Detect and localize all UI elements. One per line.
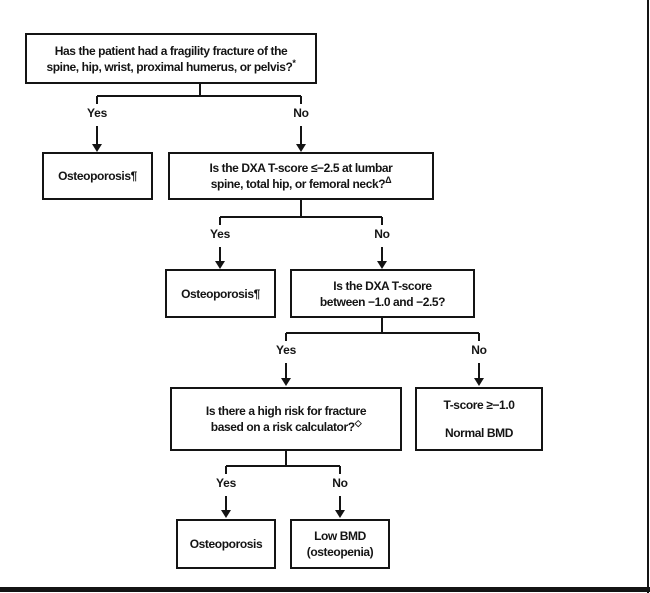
node-high-risk-question: Is there a high risk for fracture based … [170, 387, 402, 451]
node-text-line: Osteoporosis [189, 537, 263, 551]
node-text-line: based on a risk calculator?◇ [210, 418, 362, 435]
node-text-line: Is the DXA T-score ≤−2.5 at lumbar [209, 161, 393, 175]
arrowhead-down-icon [474, 378, 484, 386]
node-text-line: Has the patient had a fragility fracture… [54, 43, 288, 58]
node-osteoporosis-2: Osteoporosis¶ [165, 269, 276, 318]
arrowhead-down-icon [281, 378, 291, 386]
branch-label-no-4: No [332, 476, 348, 490]
branch-label-yes-2: Yes [209, 227, 231, 241]
arrowhead-down-icon [92, 144, 102, 152]
junction-connector-3 [281, 318, 484, 386]
node-osteoporosis-1: Osteoporosis¶ [42, 152, 153, 200]
node-text-line: spine, total hip, or femoral neck?Δ [210, 175, 392, 192]
node-text-line: Normal BMD [444, 426, 513, 440]
node-fragility-fracture-question: Has the patient had a fragility fracture… [25, 33, 317, 84]
node-text-line: Low BMD [314, 529, 366, 543]
arrowhead-down-icon [221, 510, 231, 518]
frame-bottom-border [0, 587, 650, 592]
node-text-line: between −1.0 and −2.5? [319, 294, 446, 309]
footnote-diamond-marker: ◇ [354, 418, 362, 428]
branch-label-yes-1: Yes [86, 106, 108, 120]
junction-connector-2 [215, 200, 387, 269]
node-text-line: Osteoporosis¶ [181, 286, 260, 301]
node-low-bmd: Low BMD (osteopenia) [290, 519, 390, 569]
node-normal-bmd: T-score ≥−1.0 Normal BMD [415, 387, 543, 451]
node-text-line: T-score ≥−1.0 [443, 398, 515, 412]
branch-label-yes-3: Yes [275, 343, 297, 357]
junction-connector-4 [221, 451, 345, 518]
node-dxa-between-question: Is the DXA T-score between −1.0 and −2.5… [290, 269, 475, 318]
node-text-line: Osteoporosis¶ [58, 169, 137, 183]
node-text-line: Is the DXA T-score [333, 278, 432, 293]
node-text-line: spine, hip, wrist, proximal humerus, or … [46, 57, 296, 74]
arrowhead-down-icon [335, 510, 345, 518]
branch-label-yes-4: Yes [215, 476, 237, 490]
footnote-delta-marker: Δ [385, 175, 392, 185]
node-text-line: Is there a high risk for fracture [205, 404, 367, 418]
arrowhead-down-icon [296, 144, 306, 152]
node-text-line: (osteopenia) [306, 545, 374, 559]
branch-label-no-1: No [293, 106, 309, 120]
branch-label-no-3: No [471, 343, 487, 357]
node-osteoporosis-3: Osteoporosis [176, 519, 276, 569]
footnote-asterisk-marker: * [292, 57, 296, 68]
node-dxa-low-question: Is the DXA T-score ≤−2.5 at lumbar spine… [168, 152, 434, 200]
junction-connector-1 [92, 84, 306, 152]
frame-right-border [647, 0, 649, 593]
branch-label-no-2: No [374, 227, 390, 241]
arrowhead-down-icon [377, 261, 387, 269]
arrowhead-down-icon [215, 261, 225, 269]
